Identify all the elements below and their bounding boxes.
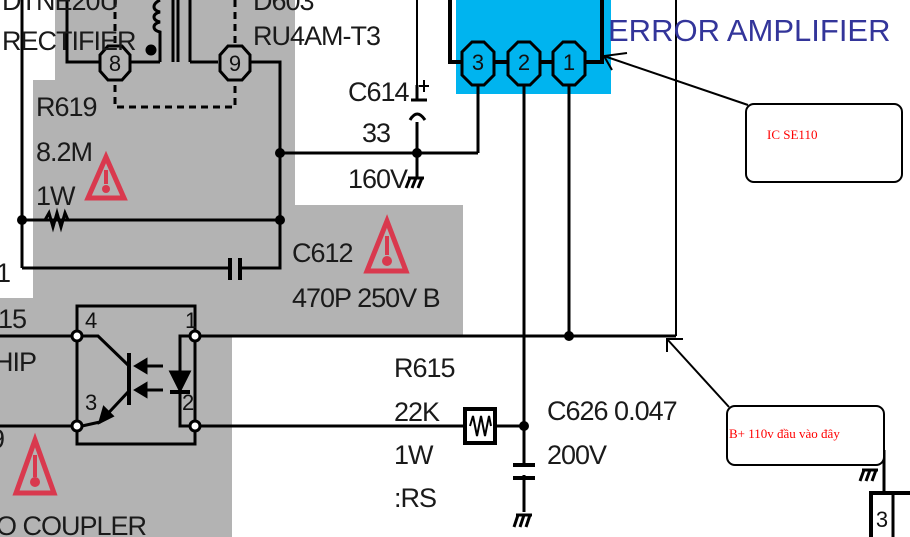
transformer-pin-8: 8: [98, 44, 132, 82]
opto-pin3-terminal: [70, 419, 84, 433]
opto-pin4-terminal: [70, 329, 84, 343]
warning-icon-opto: [12, 432, 58, 496]
light-arrow-head-2: [133, 381, 148, 399]
opto-pin-1-label: 1: [185, 308, 197, 333]
capacitor-c612: [205, 258, 262, 280]
connector-pin-3: 3: [876, 507, 888, 532]
white-region-left-top: [0, 0, 55, 80]
capacitor-c614: [408, 80, 429, 121]
pin-8-label: 8: [109, 51, 121, 76]
callout-ic[interactable]: IC SE110: [602, 52, 903, 183]
callout-bplus-box: [726, 405, 885, 466]
callout-bplus-arrowhead: [666, 338, 683, 352]
left-edge-chip: HIP: [0, 347, 36, 377]
r615-power: 1W: [394, 440, 434, 470]
left-edge-1: 1: [0, 258, 10, 288]
callout-bplus-pointer: [666, 338, 730, 408]
diode-part-label: RU4AM-T3: [253, 21, 380, 51]
r619-power: 1W: [36, 181, 76, 211]
rectifier-label: RECTIFIER: [2, 26, 136, 56]
opto-pin-4-label: 4: [85, 308, 97, 333]
white-region-left-mid: [0, 195, 33, 298]
rectifier-top-label: DTNE20U: [2, 0, 118, 16]
transformer-dot: [145, 44, 157, 56]
junction-dots: [17, 148, 574, 431]
callout-ic-box: [745, 103, 903, 183]
opto-pin-3-label: 3: [85, 390, 97, 415]
callout-bplus-text: B+ 110v đầu vào đây: [729, 426, 840, 441]
ic-se110: 3 2 1: [448, 0, 604, 87]
svg-text:2: 2: [518, 50, 530, 75]
ic-pin-3: 3: [460, 40, 496, 87]
svg-text:3: 3: [472, 50, 484, 75]
left-edge-15: 15: [0, 304, 26, 334]
emitter-arrow-icon: [97, 405, 115, 425]
junction-dot: [564, 331, 574, 341]
light-arrow-head-1: [133, 357, 148, 375]
callout-ic-text: IC SE110: [767, 127, 817, 142]
c626-voltage: 200V: [547, 440, 607, 470]
ground-c626: [512, 513, 532, 528]
opto-pin2-terminal: [188, 419, 202, 433]
warning-icon-r619: [84, 150, 128, 201]
c612-ref: C612: [292, 238, 353, 268]
c626-ref: C626 0.047: [547, 396, 677, 426]
r615-ref: R615: [394, 353, 455, 383]
warning-icon-c612: [363, 214, 410, 274]
capacitor-c626: [513, 426, 535, 480]
diode-top-label: D603: [253, 0, 314, 16]
opto-bottom-frame: [75, 426, 197, 446]
ground-c614: [404, 176, 424, 189]
c612-value: 470P 250V B: [292, 283, 440, 313]
resistor-r615: [463, 407, 497, 445]
ground-connector: [858, 468, 878, 482]
c614-value: 33: [362, 118, 390, 148]
callout-ic-arrowhead: [602, 52, 628, 71]
transformer-pin-9: 9: [218, 44, 252, 82]
transformer: [113, 0, 237, 109]
transformer-coil: [152, 0, 162, 62]
phototransistor-collector: [82, 334, 130, 367]
callout-ic-pointer: [603, 55, 749, 106]
r615-value: 22K: [394, 397, 440, 427]
r615-type: :RS: [394, 483, 436, 513]
c614-ref: C614: [348, 77, 410, 107]
opto-pin-2-label: 2: [182, 390, 194, 415]
connector-block: 3: [869, 450, 910, 537]
ic-pin-1: 1: [551, 40, 587, 87]
shaded-region-r619: [33, 80, 295, 210]
svg-text:1: 1: [563, 50, 575, 75]
callout-bplus[interactable]: B+ 110v đầu vào đây: [666, 338, 885, 466]
wire-pin9-out: [250, 60, 282, 270]
opto-top-frame: [75, 304, 197, 336]
pin-9-label: 9: [229, 51, 241, 76]
r619-value: 8.2M: [36, 137, 92, 167]
junction-dot: [17, 215, 27, 225]
junction-dot: [412, 148, 422, 158]
opto-coupler: [70, 304, 202, 446]
junction-dot: [275, 148, 285, 158]
left-edge-9: 9: [0, 424, 4, 454]
led-diode-icon: [168, 370, 192, 394]
junction-dot: [275, 215, 285, 225]
c614-voltage: 160V: [348, 164, 408, 194]
opto-coupler-label: O COUPLER: [0, 511, 147, 537]
error-amplifier-title: ERROR AMPLIFIER: [608, 13, 891, 48]
wire-transformer-left: [65, 0, 100, 64]
r619-ref: R619: [36, 92, 97, 122]
ic-pin-2: 2: [506, 40, 542, 87]
shaded-region-transformer: [55, 0, 295, 80]
resistor-r619: [43, 207, 70, 233]
